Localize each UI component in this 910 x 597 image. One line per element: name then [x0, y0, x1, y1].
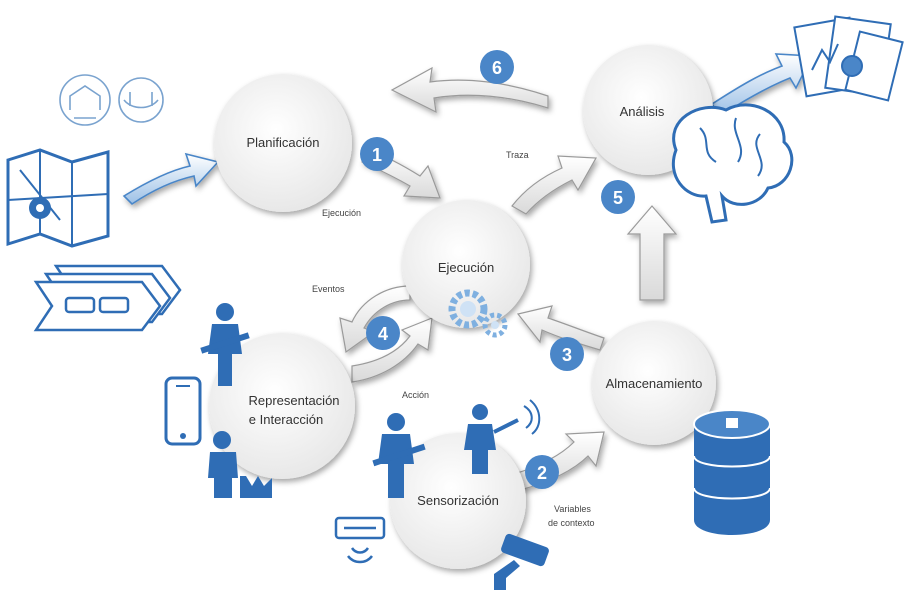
node-analisis-label: Análisis [620, 104, 665, 119]
process-chevrons-icon [33, 264, 182, 332]
edge-label-ejecucion: Ejecución [322, 208, 361, 218]
edge-label-accion: Acción [402, 390, 429, 400]
edge-label-eventos: Eventos [312, 284, 345, 294]
node-representacion-label-1: Representación [248, 393, 339, 408]
step-badge-5-number: 5 [613, 188, 623, 208]
arrow-6-analisis-to-planificacion [390, 66, 549, 114]
step-badge-3: 3 [550, 337, 584, 371]
step-badge-2: 2 [525, 455, 559, 489]
operator-with-machine-icon [208, 431, 272, 498]
reports-icon [793, 15, 904, 102]
arrow-traza-ejecucion-to-analisis [511, 155, 597, 215]
step-badge-4-number: 4 [378, 324, 388, 344]
step-badge-1-number: 1 [372, 145, 382, 165]
step-badge-6: 6 [480, 50, 514, 84]
node-sensorizacion-label: Sensorización [417, 493, 499, 508]
gears-icon [448, 289, 508, 338]
node-planificacion-label: Planificación [247, 135, 320, 150]
edge-label-traza: Traza [506, 150, 529, 160]
step-badge-6-number: 6 [492, 58, 502, 78]
step-badge-2-number: 2 [537, 463, 547, 483]
worker-with-tool-icon [200, 303, 250, 386]
step-badge-3-number: 3 [562, 345, 572, 365]
arrow-4-accion-representacion-to-ejecucion [351, 317, 433, 383]
brain-icon [671, 103, 794, 224]
node-sensorizacion: Sensorización [390, 433, 526, 569]
arrow-4-eventos-ejecucion-to-representacion [339, 285, 411, 354]
node-planificacion: Planificación [214, 74, 352, 212]
step-badge-5: 5 [601, 180, 635, 214]
node-representacion: Representación e Interacción [209, 333, 355, 479]
building-plan-icon [59, 74, 111, 126]
node-almacenamiento: Almacenamiento [592, 321, 716, 445]
bridge-plan-icon [118, 77, 164, 123]
edge-label-variables-1: Variables [554, 504, 591, 514]
edge-label-variables-2: de contexto [548, 518, 595, 528]
smoke-detector-icon [334, 516, 386, 564]
node-ejecucion-label: Ejecución [438, 260, 494, 275]
security-camera-icon [494, 533, 549, 590]
firefighter-icon [464, 399, 541, 474]
map-icon [6, 148, 110, 248]
smartphone-icon [164, 376, 202, 446]
node-representacion-label-2: e Interacción [249, 412, 323, 427]
worker-with-tool-icon-2 [372, 413, 426, 498]
arrow-2-sensorizacion-to-almacenamiento [513, 431, 605, 491]
node-ejecucion: Ejecución [402, 200, 530, 328]
step-badge-1: 1 [360, 137, 394, 171]
arrow-5-almacenamiento-to-analisis [626, 205, 678, 301]
database-icon [693, 409, 771, 535]
arrow-inputs-to-planificacion [122, 152, 220, 206]
step-badge-4: 4 [366, 316, 400, 350]
node-almacenamiento-label: Almacenamiento [606, 376, 703, 391]
